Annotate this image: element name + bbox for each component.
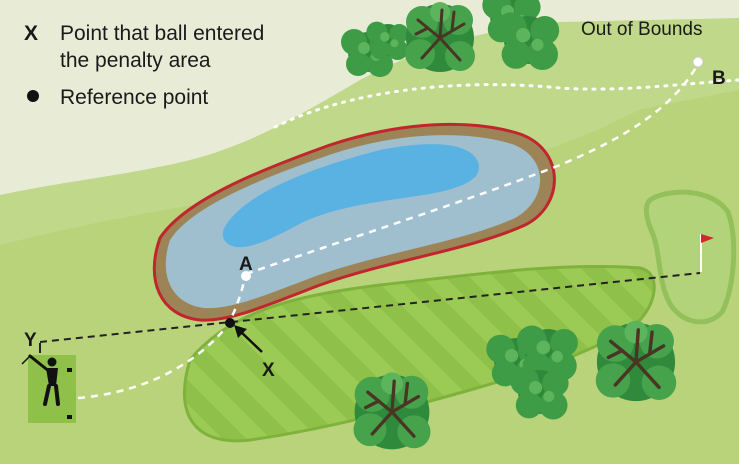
golfer-icon xyxy=(21,354,72,419)
ball-icon xyxy=(241,271,251,281)
reference-point-marker xyxy=(225,318,235,328)
reference-line xyxy=(39,272,701,343)
tree-icon xyxy=(594,318,678,403)
tree-icon xyxy=(351,370,433,452)
legend-x-label-line1: Point that ball entered xyxy=(60,22,264,45)
x-pointer-arrowhead xyxy=(234,325,247,338)
legend-x-label-line2: the penalty area xyxy=(60,49,211,72)
ball-icon xyxy=(692,56,704,68)
out-of-bounds-label: Out of Bounds xyxy=(581,19,702,40)
point-x-label: X xyxy=(262,360,275,381)
out-of-bounds-line xyxy=(273,78,739,129)
point-y-label: Y xyxy=(24,330,37,351)
ball-path-a-to-b xyxy=(245,63,700,276)
x-pointer-arrow xyxy=(239,330,263,353)
tree-icon xyxy=(510,366,569,420)
tree-icon xyxy=(403,0,477,74)
fairway xyxy=(183,264,656,443)
legend-x-symbol: X xyxy=(24,22,38,45)
legend-dot-icon xyxy=(27,90,39,102)
flag-icon xyxy=(700,234,714,272)
legend: X Point that ball entered the penalty ar… xyxy=(24,22,264,109)
water-deep xyxy=(222,144,479,248)
point-b-label: B xyxy=(712,68,726,89)
point-a-label: A xyxy=(239,254,253,275)
putting-green xyxy=(643,189,737,325)
tree-icon xyxy=(495,12,560,71)
legend-reference-label: Reference point xyxy=(60,86,208,109)
tree-icon xyxy=(366,21,409,61)
